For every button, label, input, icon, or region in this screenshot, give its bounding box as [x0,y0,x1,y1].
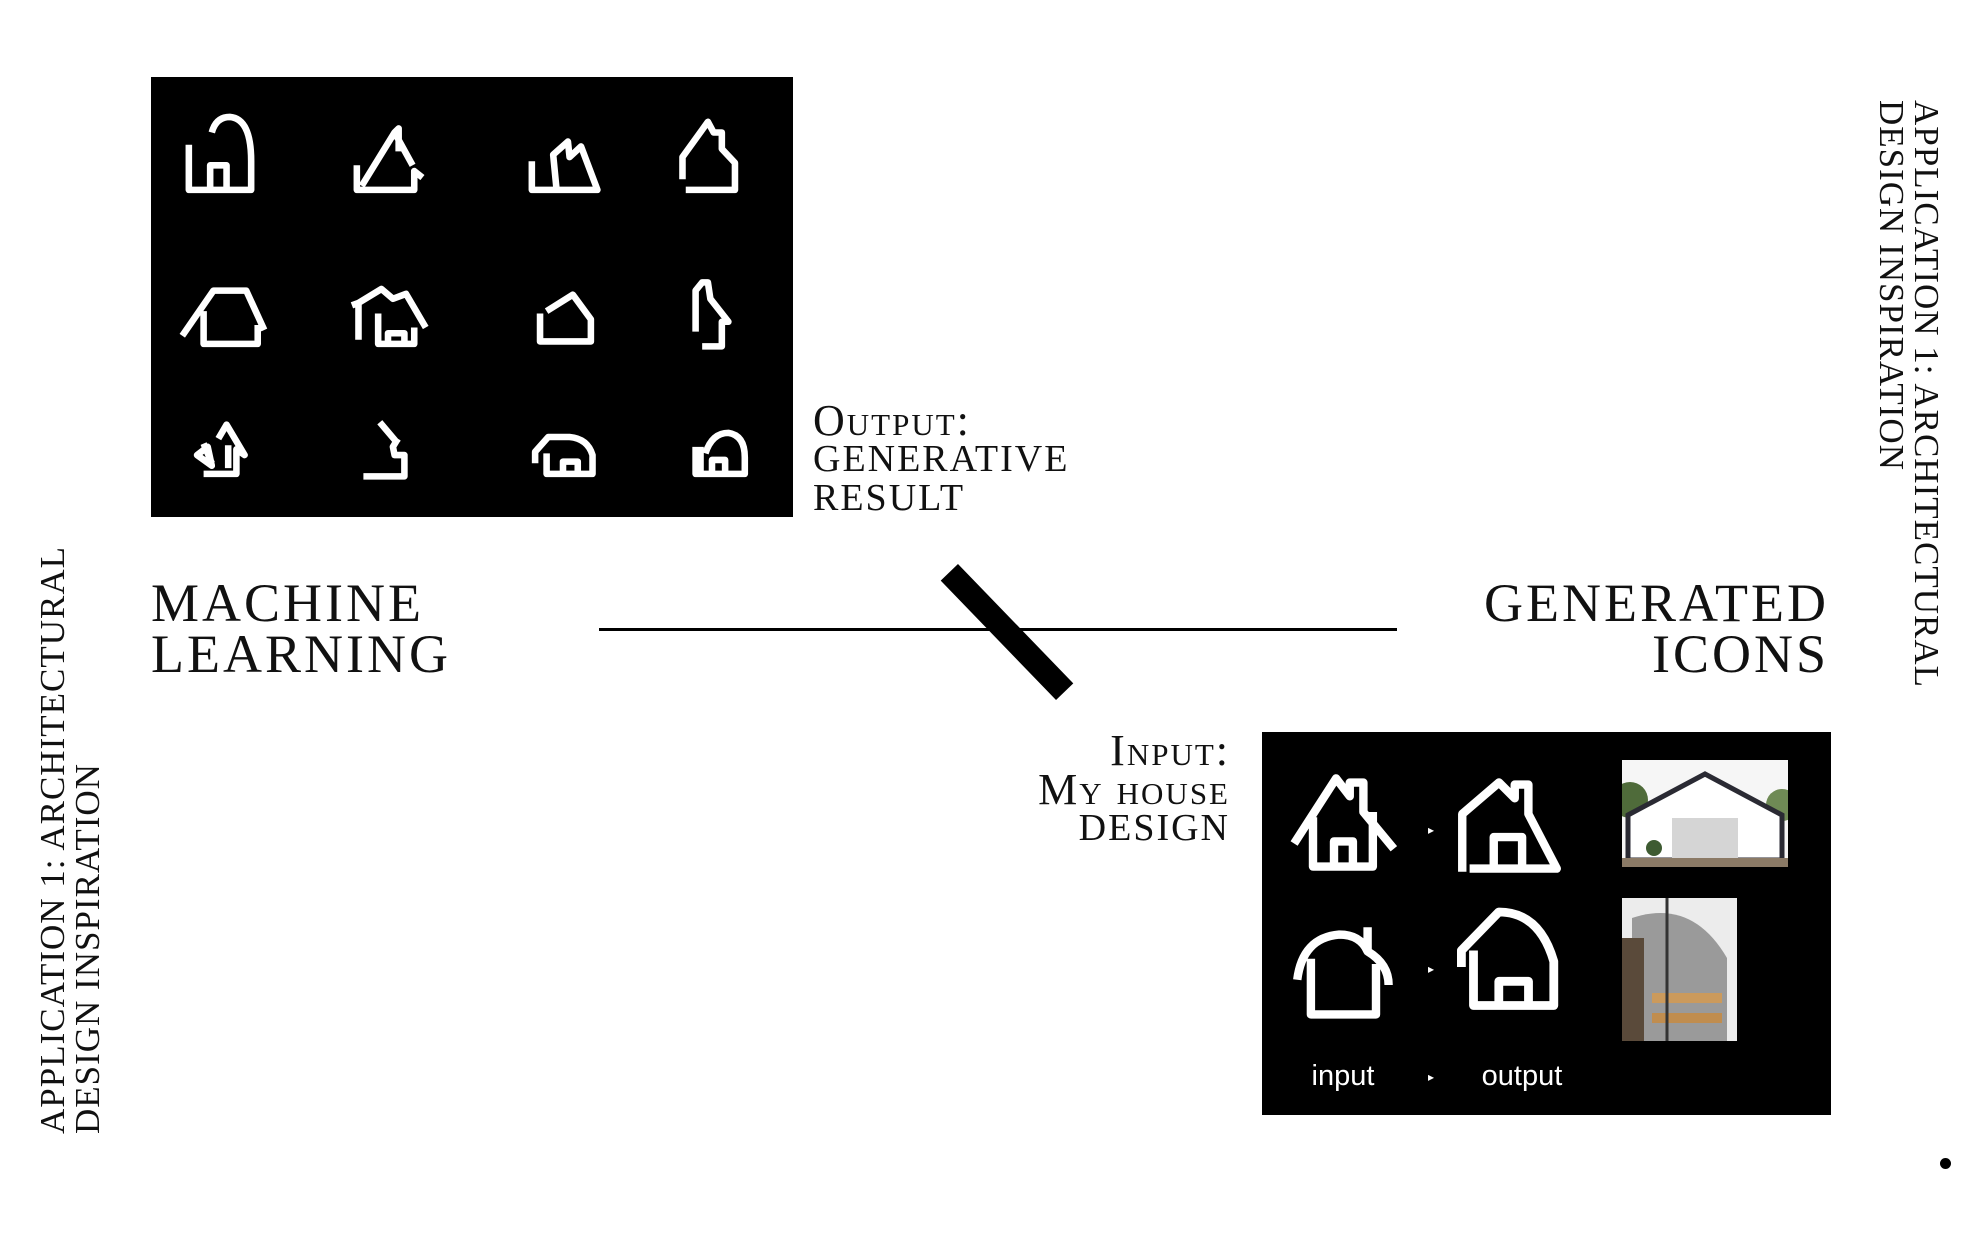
machine-learning-title: Machine Learning [151,573,451,684]
output-caption-line: Output: [813,396,971,445]
arrow-icon: ▸ [1427,823,1435,837]
house-sketch-icon [347,396,429,480]
house-sketch-icon [671,266,753,350]
house-sketch-icon [179,396,261,478]
side-label-line: Application 1: architectural [1907,99,1946,689]
output-house-icon [1457,772,1562,877]
page-dot [1940,1158,1951,1169]
input-label: input [1311,1060,1375,1092]
house-sketch-icon [522,396,604,478]
output-caption-line: generative [813,438,1070,480]
side-label-line: Application 1: architectural [33,545,72,1135]
diagonal-slash [940,563,1074,701]
arrow-icon: ▸ [1427,1070,1435,1084]
house-photo [1622,760,1788,867]
title-line: Generated [1484,573,1829,633]
house-sketch-icon [179,266,268,348]
side-label-right: Application 1: architectural design insp… [1872,99,1946,689]
title-line: Machine [151,573,424,633]
house-sketch-icon [522,112,604,194]
building-photo [1622,898,1737,1041]
input-caption-line: My house [1038,765,1230,814]
output-label: output [1481,1060,1563,1092]
output-caption-line: result [813,477,966,519]
house-sketch-icon [522,266,604,348]
house-sketch-icon [671,112,753,194]
generated-icons-panel [151,77,793,517]
arrow-icon: ▸ [1427,962,1435,976]
input-caption-line: Input: [1110,726,1230,775]
output-caption: Output: generative result [813,396,1070,519]
house-sketch-icon [179,112,261,194]
side-label-line: design inspiration [68,763,107,1135]
input-caption-line: design [1078,807,1230,849]
side-label-left: Application 1: architectural design insp… [33,545,107,1135]
side-label-line: design inspiration [1872,99,1911,471]
house-sketch-icon [671,396,753,478]
output-house-icon [1457,904,1567,1019]
title-line: Learning [151,624,451,684]
generated-icons-title: Generated Icons [1484,573,1829,684]
input-caption: Input: My house design [1038,726,1230,849]
house-sketch-icon [347,266,429,348]
house-sketch-icon [347,112,429,194]
input-house-icon [1290,770,1398,875]
title-line: Icons [1651,624,1829,684]
input-house-icon [1292,922,1397,1027]
